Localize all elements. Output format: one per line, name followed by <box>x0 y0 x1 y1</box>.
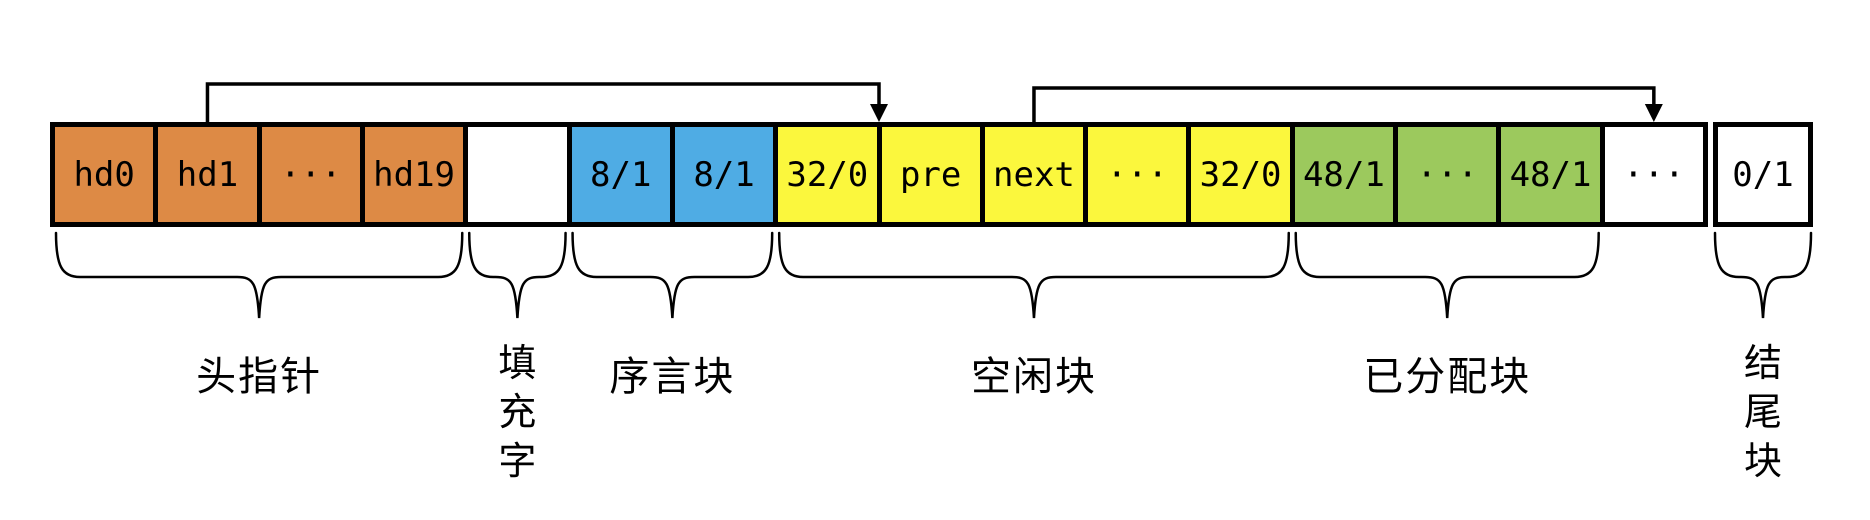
label-prologue-block: 序言块 <box>609 355 736 399</box>
heap-cell-prologue-footer: 8/1 <box>674 127 774 222</box>
heap-cell-padding <box>468 127 567 222</box>
epilogue-block-cell: 0/1 <box>1713 122 1813 227</box>
heap-cell-alloc-header: 48/1 <box>1294 127 1394 222</box>
hd1-pointer-arrow-head <box>870 104 888 122</box>
brace-allocated-block <box>1294 231 1600 319</box>
next-pointer-arrow-head <box>1644 104 1663 122</box>
heap-cell-free-pre: pre <box>881 127 980 222</box>
heap-cell-hd1: hd1 <box>158 127 257 222</box>
heap-cell-alloc-ellipsis: ··· <box>1398 127 1497 222</box>
heap-cell-alloc-footer: 48/1 <box>1501 127 1600 222</box>
heap-cell-hd-ellipsis: ··· <box>261 127 360 222</box>
hd1-pointer-arrow <box>205 82 881 124</box>
heap-cell-hd0: hd0 <box>55 127 154 222</box>
label-free-block: 空闲块 <box>970 355 1097 399</box>
heap-cell-free-ellipsis: ··· <box>1088 127 1187 222</box>
heap-cell-middle-ellipsis: ··· <box>1604 127 1703 222</box>
heap-cell-free-header: 32/0 <box>778 127 877 222</box>
brace-padding-word <box>468 231 567 319</box>
label-epilogue-block: 结 尾 块 <box>1743 343 1783 483</box>
label-allocated-block: 已分配块 <box>1363 355 1532 399</box>
label-padding-word: 填 充 字 <box>498 343 537 483</box>
brace-free-block <box>777 231 1290 319</box>
brace-epilogue-block <box>1713 231 1813 319</box>
epilogue-block-label: 0/1 <box>1732 154 1794 195</box>
label-head-pointers: 头指针 <box>196 355 323 399</box>
heap-cell-free-footer: 32/0 <box>1191 127 1290 222</box>
heap-cell-hd19: hd19 <box>364 127 464 222</box>
heap-cell-free-next: next <box>984 127 1084 222</box>
heap-cell-prologue-header: 8/1 <box>571 127 670 222</box>
next-pointer-arrow <box>1032 86 1656 124</box>
brace-head-pointers <box>54 231 464 319</box>
brace-prologue-block <box>571 231 774 319</box>
